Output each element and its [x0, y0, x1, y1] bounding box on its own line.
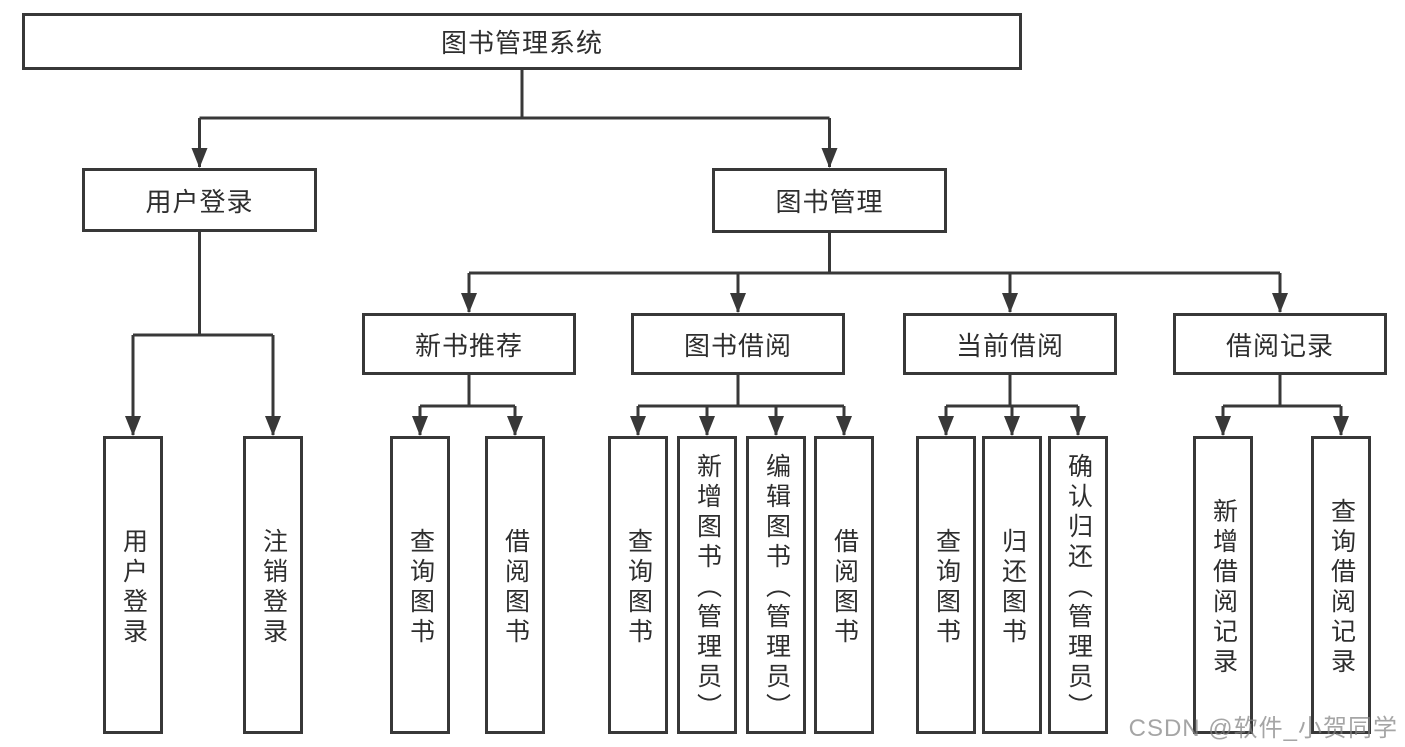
node-label: 归还图书 — [998, 527, 1027, 648]
node-leaf-borrow-books-recommend: 借阅图书 — [485, 436, 545, 734]
node-label: 图书管理系统 — [440, 28, 603, 58]
node-label: 新增借阅记录 — [1209, 497, 1238, 678]
node-book-management: 图书管理 — [712, 168, 947, 233]
arrowhead — [1333, 416, 1349, 436]
node-new-book-recommendation: 新书推荐 — [362, 313, 576, 375]
connector-book-management-children — [467, 233, 1282, 312]
arrowhead — [699, 416, 715, 436]
connector-book-borrowing-children — [636, 375, 846, 435]
node-label: 图书管理 — [775, 187, 884, 217]
node-label: 注销登录 — [259, 527, 288, 648]
node-label: 当前借阅 — [955, 330, 1064, 361]
node-label: 查询图书 — [624, 527, 653, 648]
arrowhead — [265, 416, 281, 436]
arrowhead — [461, 293, 477, 313]
node-leaf-edit-books-admin: 编辑图书（管理员） — [746, 436, 806, 734]
node-label: 借阅记录 — [1225, 330, 1334, 361]
node-current-borrowing: 当前借阅 — [903, 313, 1117, 375]
arrowhead — [412, 416, 428, 436]
arrowhead — [938, 416, 954, 436]
node-library-management-system: 图书管理系统 — [22, 13, 1022, 70]
arrowhead — [630, 416, 646, 436]
arrowhead — [1070, 416, 1086, 436]
node-borrowing-records: 借阅记录 — [1173, 313, 1387, 375]
node-leaf-query-books-recommend: 查询图书 — [390, 436, 450, 734]
arrowhead — [1004, 416, 1020, 436]
node-book-borrowing: 图书借阅 — [631, 313, 845, 375]
connector-user-login-children — [131, 232, 275, 435]
node-leaf-query-books-current: 查询图书 — [916, 436, 976, 734]
node-label: 用户登录 — [145, 186, 254, 217]
node-leaf-add-borrow-record: 新增借阅记录 — [1193, 436, 1253, 734]
node-user-login: 用户登录 — [82, 168, 317, 232]
node-leaf-query-borrow-record: 查询借阅记录 — [1311, 436, 1371, 734]
node-label: 查询借阅记录 — [1327, 497, 1356, 678]
node-leaf-return-books: 归还图书 — [982, 436, 1042, 734]
arrowhead — [1215, 416, 1231, 436]
node-label: 图书借阅 — [683, 330, 792, 361]
node-leaf-logout: 注销登录 — [243, 436, 303, 734]
node-label: 查询图书 — [932, 527, 961, 648]
csdn-watermark: CSDN @软件_小贺同学 — [1128, 715, 1398, 742]
connector-current-borrowing-children — [944, 375, 1080, 435]
node-label: 新增图书（管理员） — [693, 452, 722, 723]
arrowhead — [507, 416, 523, 436]
node-label: 用户登录 — [119, 527, 148, 648]
arrowhead — [1272, 293, 1288, 313]
arrowhead — [821, 148, 838, 168]
node-label: 编辑图书（管理员） — [762, 452, 791, 723]
arrowhead — [1002, 293, 1018, 313]
node-leaf-borrow-books: 借阅图书 — [814, 436, 874, 734]
arrowhead — [191, 148, 208, 168]
node-leaf-add-books-admin: 新增图书（管理员） — [677, 436, 737, 734]
connector-new-book-children — [418, 375, 517, 435]
node-label: 查询图书 — [406, 527, 435, 648]
arrowhead — [768, 416, 784, 436]
node-leaf-confirm-return-admin: 确认归还（管理员） — [1048, 436, 1108, 734]
node-label: 借阅图书 — [830, 527, 859, 648]
arrowhead — [125, 416, 141, 436]
node-label: 确认归还（管理员） — [1064, 452, 1093, 723]
connector-root-to-level2 — [198, 69, 831, 167]
node-label: 借阅图书 — [501, 527, 530, 648]
node-leaf-user-login: 用户登录 — [103, 436, 163, 734]
node-leaf-query-books-borrowing: 查询图书 — [608, 436, 668, 734]
arrowhead — [836, 416, 852, 436]
arrowhead — [730, 293, 746, 313]
connector-borrowing-records-children — [1221, 375, 1343, 435]
node-label: 新书推荐 — [414, 330, 523, 361]
